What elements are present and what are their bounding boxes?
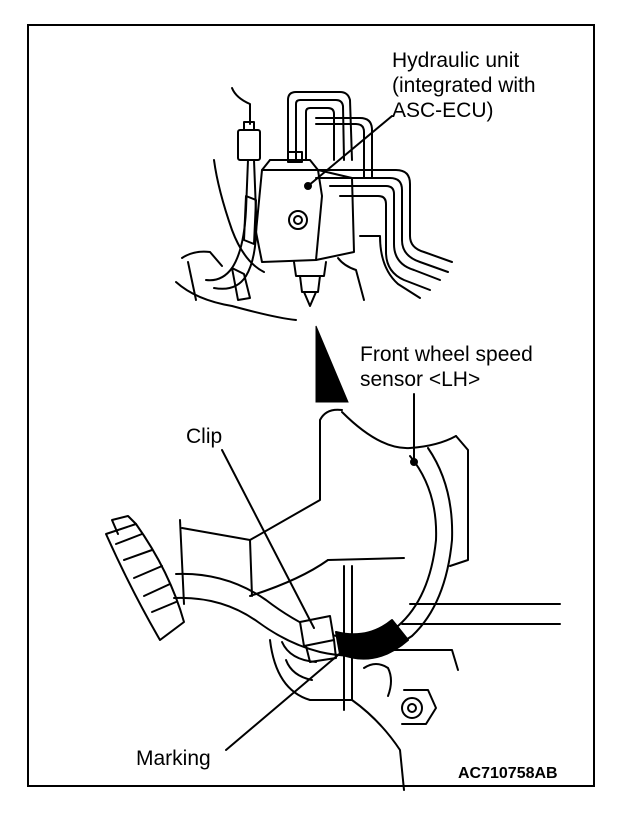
view-direction-arrow <box>315 325 349 403</box>
hydraulic-unit-leader <box>307 115 393 187</box>
marking-label: Marking <box>136 747 211 770</box>
marking-leader <box>225 649 345 751</box>
front-wheel-speed-sensor-label: Front wheel speed sensor <LH> <box>360 342 533 392</box>
sensor-label-line-2: sensor <LH> <box>360 368 481 391</box>
figure-frame <box>27 24 595 787</box>
sensor-leader-dot <box>410 458 418 466</box>
hydraulic-unit-leader-dot <box>304 182 312 190</box>
hydraulic-unit-label-line-1: Hydraulic unit <box>392 49 520 72</box>
clip-leader <box>221 449 315 629</box>
figure-code: AC710758AB <box>458 765 558 782</box>
hydraulic-unit-label: Hydraulic unit (integrated with ASC-ECU) <box>392 48 536 123</box>
hydraulic-unit-illustration <box>175 87 453 321</box>
clip-label: Clip <box>186 425 223 448</box>
hydraulic-unit-label-line-2: (integrated with <box>392 74 536 97</box>
sensor-harness-illustration <box>105 408 561 791</box>
hydraulic-unit-label-line-3: ASC-ECU) <box>392 99 494 122</box>
sensor-label-line-1: Front wheel speed <box>360 343 533 366</box>
